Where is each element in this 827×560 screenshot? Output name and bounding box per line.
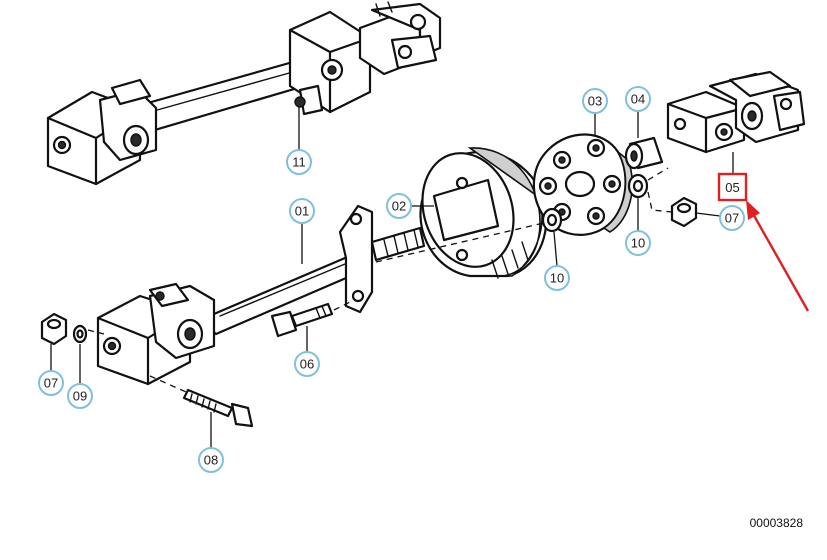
callout-label: 08 xyxy=(204,453,218,468)
callout-bubbles: 01 02 03 04 06 07 07 08 09 10 10 11 xyxy=(38,86,745,473)
callout-ring xyxy=(38,370,64,396)
leader-lines xyxy=(50,106,734,448)
callout-ring xyxy=(286,149,312,175)
callout-label: 03 xyxy=(588,94,602,109)
callout-ring xyxy=(625,86,651,112)
callout-label: 09 xyxy=(73,389,87,404)
callout-p04: 04 xyxy=(625,86,651,112)
callout-ring xyxy=(719,205,745,231)
callout-label: 07 xyxy=(44,376,58,391)
callout-ring xyxy=(294,351,320,377)
callout-label: 06 xyxy=(300,357,314,372)
washer-left xyxy=(72,324,88,344)
callout-p06: 06 xyxy=(294,351,320,377)
callout-p10b: 10 xyxy=(544,265,570,291)
highlighted-part-label: 05 xyxy=(725,180,739,195)
callout-ring xyxy=(386,193,412,219)
callout-p01: 01 xyxy=(289,198,315,224)
red-pointer-arrow xyxy=(746,200,810,312)
callout-label: 04 xyxy=(631,92,645,107)
callout-p07b: 07 xyxy=(38,370,64,396)
callout-ring xyxy=(582,88,608,114)
callout-p03: 03 xyxy=(582,88,608,114)
callout-ring xyxy=(625,230,651,256)
callout-p09: 09 xyxy=(67,383,93,409)
callout-p10a: 10 xyxy=(625,230,651,256)
callout-ring xyxy=(67,383,93,409)
callout-p08: 08 xyxy=(198,447,224,473)
callout-label: 01 xyxy=(295,204,309,219)
bolt-08 xyxy=(182,388,254,428)
upper-shaft-assembly xyxy=(46,1,442,186)
drawing-number: 00003828 xyxy=(749,516,803,530)
nut-right xyxy=(670,196,698,228)
highlighted-callout: 05 xyxy=(717,172,748,202)
universal-joint-05 xyxy=(666,70,806,154)
lower-shaft-assembly xyxy=(96,204,426,386)
callout-ring xyxy=(544,265,570,291)
sleeve xyxy=(624,136,664,170)
washer-right xyxy=(627,173,649,199)
callout-label: 02 xyxy=(392,199,406,214)
bolt-06 xyxy=(270,302,334,338)
callout-ring xyxy=(198,447,224,473)
callout-label: 07 xyxy=(725,211,739,226)
callout-p11: 11 xyxy=(286,149,312,175)
callout-label: 11 xyxy=(292,155,306,170)
callout-ring xyxy=(289,198,315,224)
callout-label: 10 xyxy=(631,236,645,251)
callout-p07a: 07 xyxy=(719,205,745,231)
nut-left xyxy=(40,312,68,346)
callout-label: 10 xyxy=(550,271,564,286)
washer-center xyxy=(541,207,563,233)
disc-housing xyxy=(419,147,548,279)
callout-p02: 02 xyxy=(386,193,412,219)
